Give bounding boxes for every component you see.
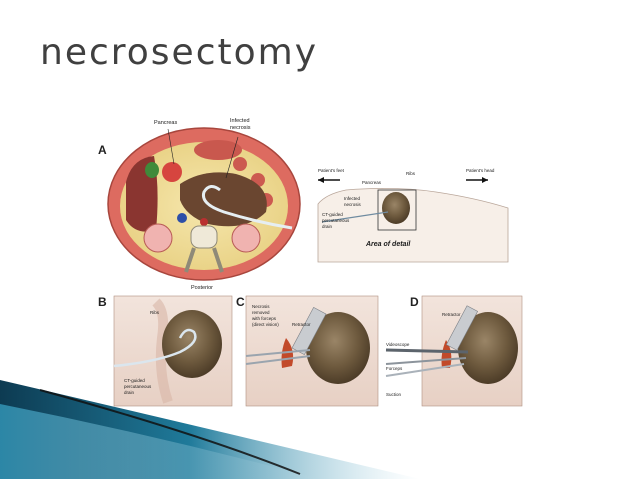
necrosis-c-label-1: Necrosis xyxy=(252,304,270,309)
pancreas-detail-label: Pancreas xyxy=(362,180,382,185)
forceps-c xyxy=(245,349,311,365)
panel-b-letter: B xyxy=(98,295,107,309)
area-of-detail-view: Patient's feet Patient's head Ribs Pancr… xyxy=(314,162,514,270)
spinous-process xyxy=(184,247,224,273)
panel-d-letter: D xyxy=(410,295,419,309)
patients-feet-label: Patient's feet xyxy=(318,168,345,173)
arrow-left-head xyxy=(318,177,324,183)
area-of-detail-box xyxy=(377,189,417,231)
panel-c: C Necrosis removed with forceps (direct … xyxy=(236,295,379,407)
gallbladder xyxy=(145,162,159,178)
ct-drain-detail-label-3: drain xyxy=(322,224,333,229)
pancreas-label: Pancreas xyxy=(154,120,177,126)
detail-necrosis xyxy=(382,192,410,224)
ct-drain-detail-label-2: percutaneous xyxy=(322,218,350,223)
detail-drain xyxy=(321,211,389,223)
drain-b xyxy=(113,328,197,368)
necrosectomy-illustration: A Pancreas Infected necrosis Posterior xyxy=(98,118,523,407)
forceps-d xyxy=(385,357,467,365)
incision-d xyxy=(441,340,452,368)
forceps-d-label: Forceps xyxy=(386,366,403,371)
videoscope-d-label: Videoscope xyxy=(386,342,410,347)
patients-head-label: Patient's head xyxy=(466,168,495,173)
vertebra xyxy=(190,225,218,249)
leader-line xyxy=(167,128,175,165)
infected-detail-label-1: Infected xyxy=(344,196,361,201)
necrosis-c-label-4: (direct vision) xyxy=(252,322,279,327)
infected-necrosis-label-1: Infected xyxy=(230,118,250,124)
retractor-d-label: Retractor xyxy=(442,312,461,317)
necrosis-d xyxy=(458,312,518,384)
posterior-label: Posterior xyxy=(191,285,213,291)
ivc xyxy=(177,213,187,223)
panel-c-letter: C xyxy=(236,295,245,309)
ct-drain-detail-label-1: CT-guided xyxy=(322,212,343,217)
infected-detail-label-2: necrosis xyxy=(344,202,362,207)
retractor-c-label: Retractor xyxy=(292,322,311,327)
left-kidney xyxy=(231,223,261,253)
necrosis-c-label-3: with forceps xyxy=(252,316,277,321)
suction-d xyxy=(385,363,465,377)
decorative-swoosh xyxy=(0,380,420,479)
ct-drain-b-label-2: percutaneous xyxy=(124,384,152,389)
leader-line xyxy=(225,136,239,179)
infected-necrosis-label-2: necrosis xyxy=(230,125,251,131)
ct-drain-b-label-3: drain xyxy=(124,390,135,395)
right-kidney xyxy=(143,223,173,253)
bowel-loop xyxy=(233,157,247,171)
panel-a-cross-section: A Pancreas Infected necrosis Posterior xyxy=(98,118,301,291)
infected-necrosis xyxy=(180,172,267,227)
area-of-detail-label: Area of detail xyxy=(365,241,411,248)
necrosis-c xyxy=(306,312,370,384)
ribs-shape xyxy=(152,298,173,404)
swoosh-line xyxy=(39,389,301,475)
patient-silhouette xyxy=(317,188,509,263)
panel-b: B Ribs CT-guided percutaneous drain xyxy=(98,295,233,407)
arrow-right-head xyxy=(482,177,488,183)
stomach xyxy=(194,140,242,160)
panel-d: D Retractor Videoscope Forceps Suction xyxy=(385,295,523,407)
ribs-label: Ribs xyxy=(406,171,416,176)
suction-d-label: Suction xyxy=(386,392,402,397)
aorta xyxy=(200,218,208,226)
ribs-b-label: Ribs xyxy=(150,310,160,315)
duodenum xyxy=(162,162,182,182)
slide-title: necrosectomy xyxy=(40,32,319,73)
necrosis-c-label-2: removed xyxy=(252,310,270,315)
ct-drain-b-label-1: CT-guided xyxy=(124,378,145,383)
swoosh-band-light xyxy=(0,404,320,479)
panel-a-letter: A xyxy=(98,143,107,157)
retractor-d xyxy=(445,305,479,351)
drain-tube xyxy=(201,185,293,230)
videoscope-d xyxy=(385,348,469,354)
